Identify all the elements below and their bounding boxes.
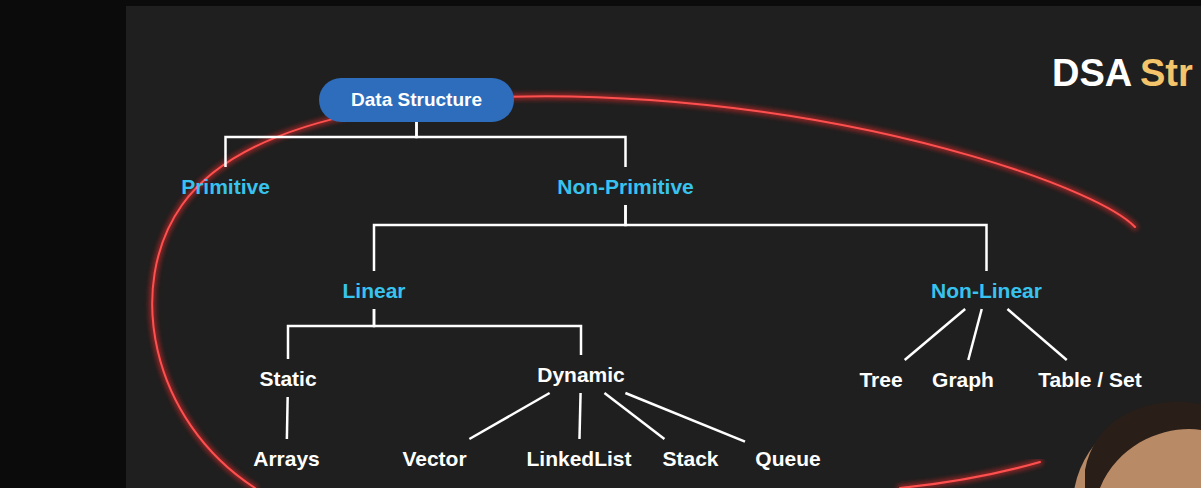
type-label: Dynamic [533, 361, 629, 389]
node-text: Table / Set [1038, 368, 1141, 392]
person-figure [1073, 402, 1201, 488]
tree-connector [374, 205, 626, 271]
tree-connector [968, 309, 981, 360]
category-label: Non-Linear [927, 277, 1046, 305]
node-text: Stack [662, 447, 718, 471]
tree-connector [469, 393, 549, 439]
node-text: Vector [402, 447, 466, 471]
node-text: Arrays [253, 447, 320, 471]
structure-label: Table / Set [1034, 366, 1146, 394]
node-text: Queue [755, 447, 820, 471]
structure-label: Arrays [249, 445, 324, 473]
tree-connector [626, 205, 987, 271]
structure-label: Queue [751, 445, 825, 473]
structure-label: Tree [855, 366, 907, 394]
tree-connector [905, 309, 965, 360]
node-text: LinkedList [526, 447, 631, 471]
node-text: Primitive [181, 175, 270, 199]
root-pill: Data Structure [319, 78, 514, 122]
structure-label: Graph [928, 366, 998, 394]
slide-title: DSA [1052, 52, 1132, 95]
node-text: Data Structure [351, 89, 482, 111]
type-label: Static [255, 365, 321, 393]
tree-connector [288, 309, 374, 359]
structure-label: LinkedList [522, 445, 636, 473]
node-text: Dynamic [537, 363, 625, 387]
tree-connector [625, 393, 745, 442]
tree-connector [286, 397, 289, 439]
node-text: Graph [932, 368, 994, 392]
tree-connector [417, 122, 626, 167]
node-text: Linear [342, 279, 405, 303]
tree-connector [226, 122, 417, 167]
node-text: Non-Primitive [557, 175, 694, 199]
category-label: Non-Primitive [553, 173, 698, 201]
category-label: Primitive [177, 173, 274, 201]
node-text: Tree [859, 368, 902, 392]
structure-label: Stack [658, 445, 723, 473]
red-loop-annotation [152, 96, 1135, 488]
node-text: Non-Linear [931, 279, 1042, 303]
node-text: Static [259, 367, 316, 391]
category-label: Linear [338, 277, 410, 305]
tree-connector [604, 393, 664, 439]
title-word: Str [1140, 52, 1193, 95]
tree-connector [374, 309, 581, 355]
structure-label: Vector [398, 445, 471, 473]
tree-connector [1007, 309, 1066, 360]
tree-connector [579, 393, 580, 439]
